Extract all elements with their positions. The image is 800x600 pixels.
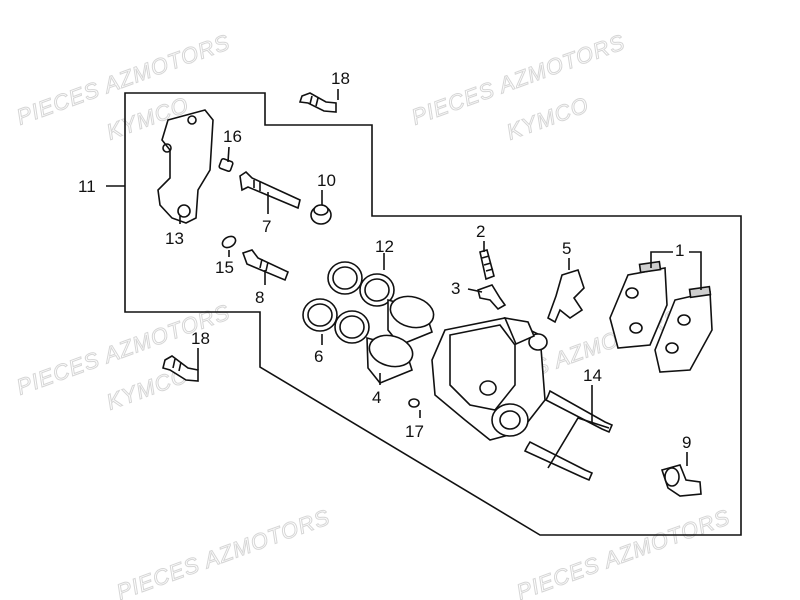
callout-18-top: 18: [331, 69, 350, 88]
callout-11: 11: [78, 177, 96, 196]
bleeder-2: [479, 249, 495, 281]
callout-6: 6: [314, 347, 323, 366]
caliper-body: [431, 316, 548, 441]
callout-18-bottom: 18: [191, 329, 210, 348]
callout-5: 5: [562, 239, 571, 258]
callout-17: 17: [405, 422, 424, 441]
callout-8: 8: [255, 288, 264, 307]
bolt-18-top: [298, 92, 337, 113]
leader-lines: [106, 89, 702, 469]
bolt-18-bottom: [162, 355, 199, 382]
callout-14: 14: [583, 366, 602, 385]
bolt-9: [660, 464, 702, 497]
washer-15: [221, 235, 237, 249]
watermark-text: PIECES AZMOTORS: [408, 29, 628, 130]
spring-plate-5: [547, 269, 585, 324]
callout-2: 2: [476, 222, 485, 241]
watermark-text: KYMCO: [503, 92, 592, 145]
bolt-16: [218, 158, 234, 172]
seal-6-pair: [302, 298, 370, 344]
pins-14: [523, 389, 614, 482]
seal-12-pair: [327, 261, 395, 307]
callout-15: 15: [215, 258, 234, 277]
callout-1: 1: [675, 241, 684, 260]
callout-12: 12: [375, 237, 394, 256]
piston-4: [366, 295, 435, 384]
assembly-outline: [124, 92, 742, 536]
callout-4: 4: [372, 388, 381, 407]
clip-3: [477, 284, 507, 311]
callout-labels: 11 16 10 7 13 15 8 12 6 4 2 3 5 1 14 17 …: [78, 69, 691, 452]
bracket-13: [157, 109, 214, 224]
brake-pads-1: [609, 260, 713, 373]
callout-10: 10: [317, 171, 336, 190]
cap-17: [408, 398, 420, 408]
callout-7: 7: [262, 217, 271, 236]
pin-7: [239, 170, 301, 210]
callout-9: 9: [682, 433, 691, 452]
pin-8: [241, 249, 290, 282]
cap-nut-10: [310, 204, 332, 225]
callout-3: 3: [451, 279, 460, 298]
callout-13: 13: [165, 229, 184, 248]
watermark-text: PIECES AZMOTORS: [513, 504, 733, 600]
callout-16: 16: [223, 127, 242, 146]
watermark-text: PIECES AZMOTORS: [113, 504, 333, 600]
